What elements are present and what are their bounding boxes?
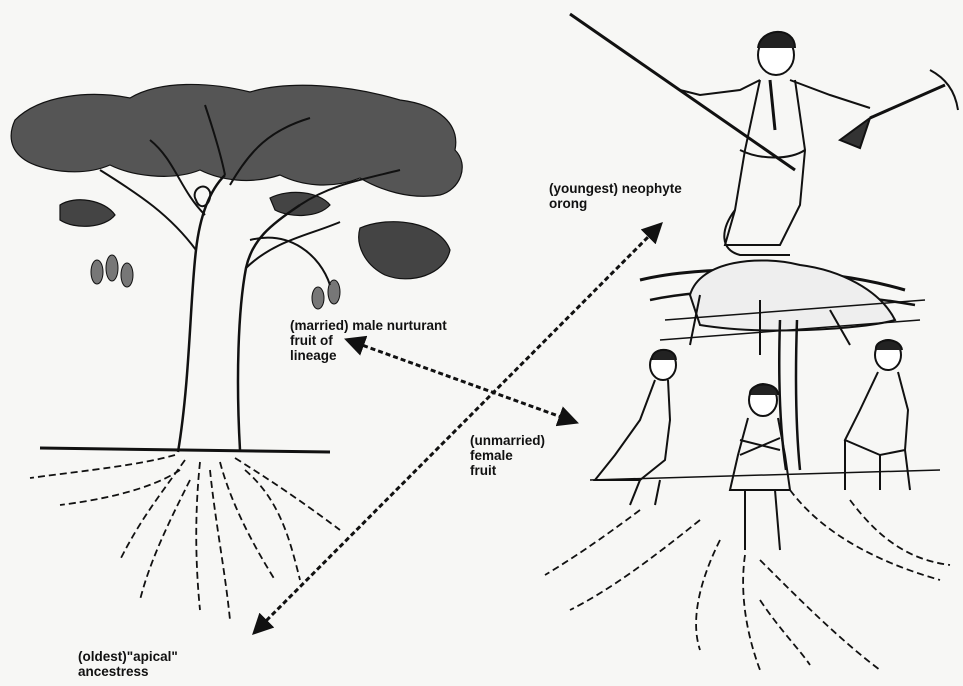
seated-figure-right <box>845 340 910 490</box>
tree-canopy <box>11 84 462 278</box>
label-unmarried-female: (unmarried) female fruit <box>470 433 545 478</box>
scene-roots <box>545 490 950 670</box>
neophyte-figure <box>680 32 870 255</box>
seated-figure-left <box>595 350 676 505</box>
arrow-ancestress-neophyte <box>255 225 660 632</box>
initiation-scene <box>545 14 958 670</box>
relation-arrows <box>255 225 660 632</box>
label-oldest-ancestress: (oldest)"apical" ancestress <box>78 649 178 679</box>
center-pole <box>779 320 800 470</box>
axe <box>840 70 958 148</box>
spear <box>570 14 795 170</box>
label-youngest-neophyte: (youngest) neophyte orong <box>549 181 682 211</box>
tree-roots <box>30 455 340 620</box>
tree-trunk <box>178 175 300 452</box>
tree-fruits <box>91 255 340 309</box>
label-married-male: (married) male nurturant fruit of lineag… <box>290 318 447 363</box>
